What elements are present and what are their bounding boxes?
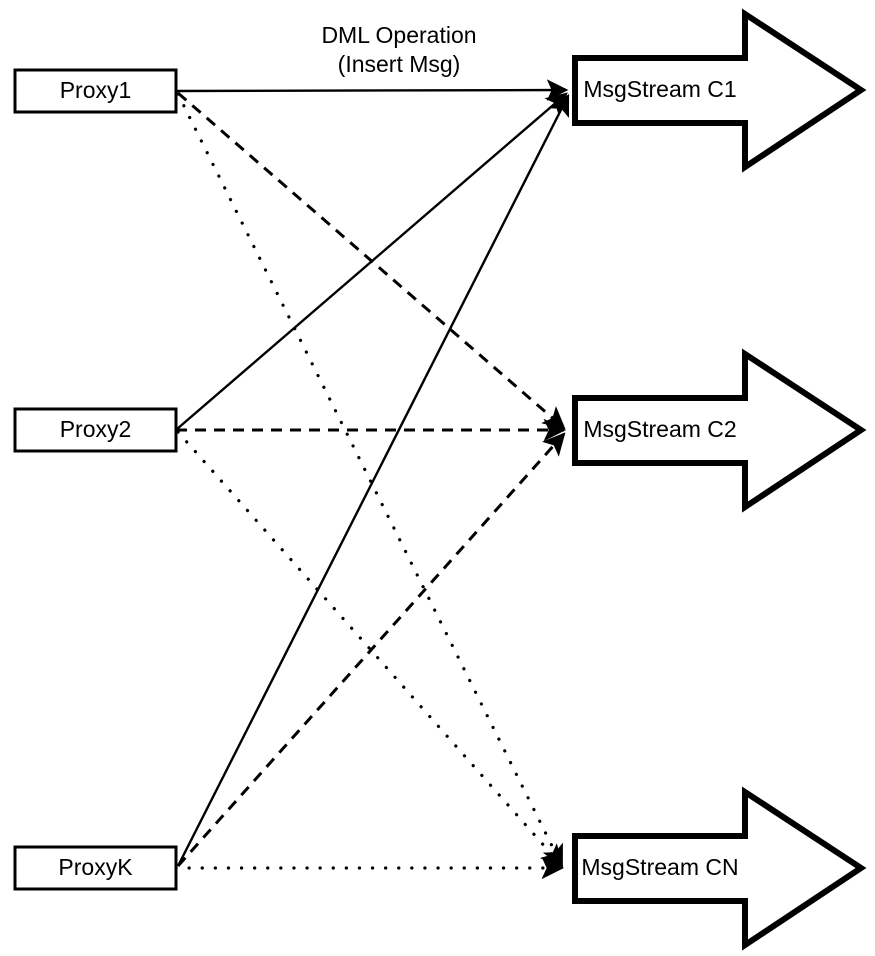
proxyk-label: ProxyK bbox=[58, 854, 133, 880]
edge-proxyk-to-msgstream-c2[interactable] bbox=[176, 432, 566, 867]
proxy2-box[interactable] bbox=[13, 407, 178, 453]
proxy1-box[interactable] bbox=[13, 68, 178, 114]
proxy-node-proxy1[interactable]: Proxy1 bbox=[13, 68, 178, 114]
dml-operation-line1: DML Operation bbox=[321, 22, 476, 48]
proxy1-label: Proxy1 bbox=[60, 77, 132, 103]
edge-group-proxy1 bbox=[175, 79, 569, 868]
edge-group-proxyk bbox=[174, 93, 570, 880]
dml-operation-annotation: DML Operation (Insert Msg) bbox=[321, 22, 476, 77]
msgstream-c2-arrow-shape[interactable] bbox=[572, 348, 867, 513]
edge-proxy1-to-msgstream-c1[interactable] bbox=[175, 79, 569, 101]
msgstream-cn-arrow-shape[interactable] bbox=[572, 786, 867, 951]
edge-proxyk-to-msgstream-c1[interactable] bbox=[176, 93, 570, 867]
dml-operation-line2: (Insert Msg) bbox=[338, 51, 461, 77]
proxy2-label: Proxy2 bbox=[60, 416, 132, 442]
msgstream-c2-label: MsgStream C2 bbox=[583, 416, 736, 442]
proxyk-box[interactable] bbox=[13, 845, 178, 891]
proxy-node-proxyk[interactable]: ProxyK bbox=[13, 845, 178, 891]
edge-proxy2-to-msgstream-c1[interactable] bbox=[176, 92, 568, 430]
msgstream-node-cn[interactable]: MsgStream CN bbox=[572, 786, 867, 951]
msgstream-c1-label: MsgStream C1 bbox=[583, 76, 736, 102]
edge-proxy1-to-msgstream-cn[interactable] bbox=[176, 92, 564, 868]
msgstream-cn-label: MsgStream CN bbox=[581, 854, 738, 880]
proxy-node-proxy2[interactable]: Proxy2 bbox=[13, 407, 178, 453]
msgstream-node-c2[interactable]: MsgStream C2 bbox=[572, 348, 867, 513]
msgstream-node-c1[interactable]: MsgStream C1 bbox=[572, 8, 867, 173]
msgstream-c1-arrow-shape[interactable] bbox=[572, 8, 867, 173]
